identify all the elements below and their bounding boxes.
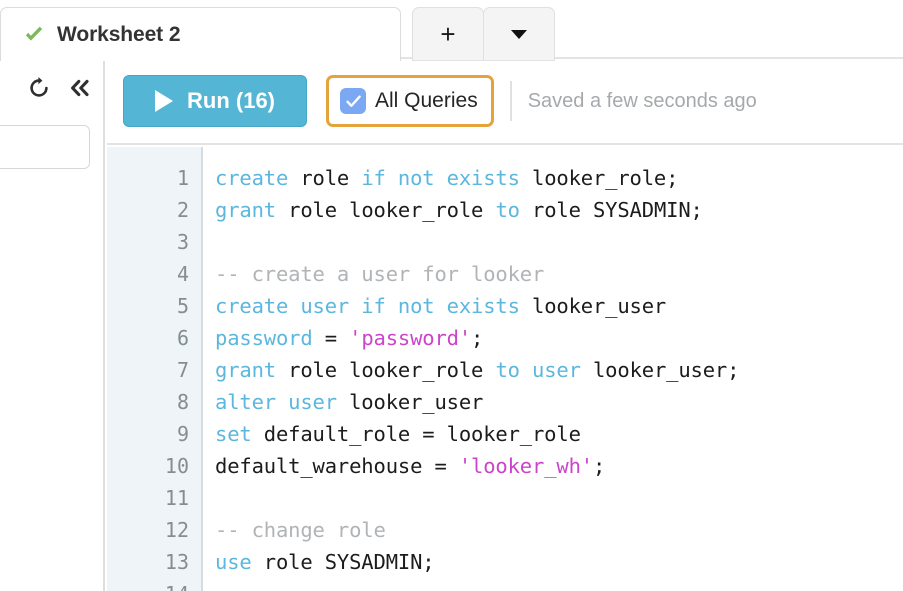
- checkmark-icon: [345, 94, 361, 107]
- code-token: set: [215, 422, 252, 446]
- line-number: 12: [164, 518, 189, 542]
- code-token: role: [288, 166, 362, 190]
- line-number: 2: [176, 198, 189, 222]
- line-number: 11: [164, 486, 189, 510]
- code-token: looker_user;: [580, 358, 740, 382]
- code-token: to: [495, 198, 520, 222]
- code-token: grant: [215, 198, 276, 222]
- new-tab-group: +: [412, 7, 555, 61]
- line-number: 9: [176, 422, 189, 446]
- code-line[interactable]: grant role looker_role to role SYSADMIN;: [215, 194, 703, 226]
- double-chevron-left-icon[interactable]: [68, 76, 92, 100]
- code-token: alter user: [215, 390, 337, 414]
- all-queries-checkbox[interactable]: All Queries: [326, 75, 494, 127]
- code-token: -- change role: [215, 518, 386, 542]
- code-line[interactable]: -- create a user for looker: [215, 258, 544, 290]
- code-line[interactable]: default_warehouse = 'looker_wh';: [215, 450, 605, 482]
- code-token: password: [215, 326, 313, 350]
- code-token: create user if not exists: [215, 294, 520, 318]
- code-token: 'password': [349, 326, 472, 350]
- rail-icon-group: [0, 76, 105, 100]
- line-number: 6: [176, 326, 189, 350]
- code-token: -- create a user for looker: [215, 262, 545, 286]
- code-line[interactable]: grant role looker_role to user looker_us…: [215, 354, 739, 386]
- code-token: looker_role;: [519, 166, 679, 190]
- run-button-label: Run (16): [187, 88, 275, 113]
- new-tab-button[interactable]: +: [412, 7, 484, 61]
- line-number: 3: [176, 230, 189, 254]
- checkbox-box: [340, 88, 366, 114]
- line-number: 1: [176, 166, 189, 190]
- tab-bar: Worksheet 2 +: [0, 0, 903, 61]
- editor-code-area[interactable]: create role if not exists looker_role;gr…: [205, 147, 903, 591]
- sql-editor[interactable]: 1234567891011121314 create role if not e…: [107, 147, 903, 591]
- play-icon: [155, 90, 173, 112]
- code-token: if not exists: [361, 166, 520, 190]
- code-token: role looker_role: [275, 198, 496, 222]
- refresh-icon[interactable]: [27, 76, 51, 100]
- code-token: role looker_role: [275, 358, 496, 382]
- code-token: default_warehouse =: [215, 454, 459, 478]
- caret-down-icon: [511, 29, 527, 39]
- code-line[interactable]: use role SYSADMIN;: [215, 546, 435, 578]
- new-tab-dropdown-button[interactable]: [483, 7, 555, 61]
- check-icon: [25, 26, 43, 41]
- code-token: ;: [471, 326, 484, 350]
- tab-worksheet-2[interactable]: Worksheet 2: [0, 7, 401, 61]
- code-token: create: [215, 166, 289, 190]
- toolbar-divider: [509, 81, 512, 121]
- code-token: use: [215, 550, 252, 574]
- code-line[interactable]: create user if not exists looker_user: [215, 290, 666, 322]
- editor-toolbar: Run (16) All Queries Saved a few seconds…: [107, 59, 903, 145]
- tab-label: Worksheet 2: [57, 22, 181, 46]
- code-token: 'looker_wh': [458, 454, 593, 478]
- code-token: ;: [592, 454, 606, 478]
- line-number: 7: [176, 358, 189, 382]
- run-button[interactable]: Run (16): [123, 75, 307, 127]
- code-token: role SYSADMIN;: [519, 198, 703, 222]
- rail-search-input[interactable]: [0, 125, 90, 169]
- code-token: looker_user: [519, 294, 667, 318]
- line-number: 14: [109, 578, 189, 591]
- code-line[interactable]: -- change role: [215, 514, 386, 546]
- code-line[interactable]: create role if not exists looker_role;: [215, 162, 678, 194]
- code-line[interactable]: set default_role = looker_role: [215, 418, 581, 450]
- line-number: 4: [176, 262, 189, 286]
- code-token: =: [312, 326, 350, 350]
- editor-gutter: 1234567891011121314: [107, 147, 203, 591]
- code-line[interactable]: password = 'password';: [215, 322, 483, 354]
- line-number: 10: [164, 454, 189, 478]
- line-number: 8: [176, 390, 189, 414]
- code-token: to user: [495, 358, 581, 382]
- saved-status-text: Saved a few seconds ago: [527, 89, 757, 112]
- code-token: grant: [215, 358, 276, 382]
- code-token: looker_user: [336, 390, 484, 414]
- code-token: default_role = looker_role: [251, 422, 581, 446]
- code-line[interactable]: alter user looker_user: [215, 386, 483, 418]
- code-token: role SYSADMIN;: [251, 550, 435, 574]
- line-number: 13: [164, 550, 189, 574]
- all-queries-label: All Queries: [375, 89, 478, 112]
- line-number: 5: [176, 294, 189, 318]
- left-rail: [0, 59, 105, 591]
